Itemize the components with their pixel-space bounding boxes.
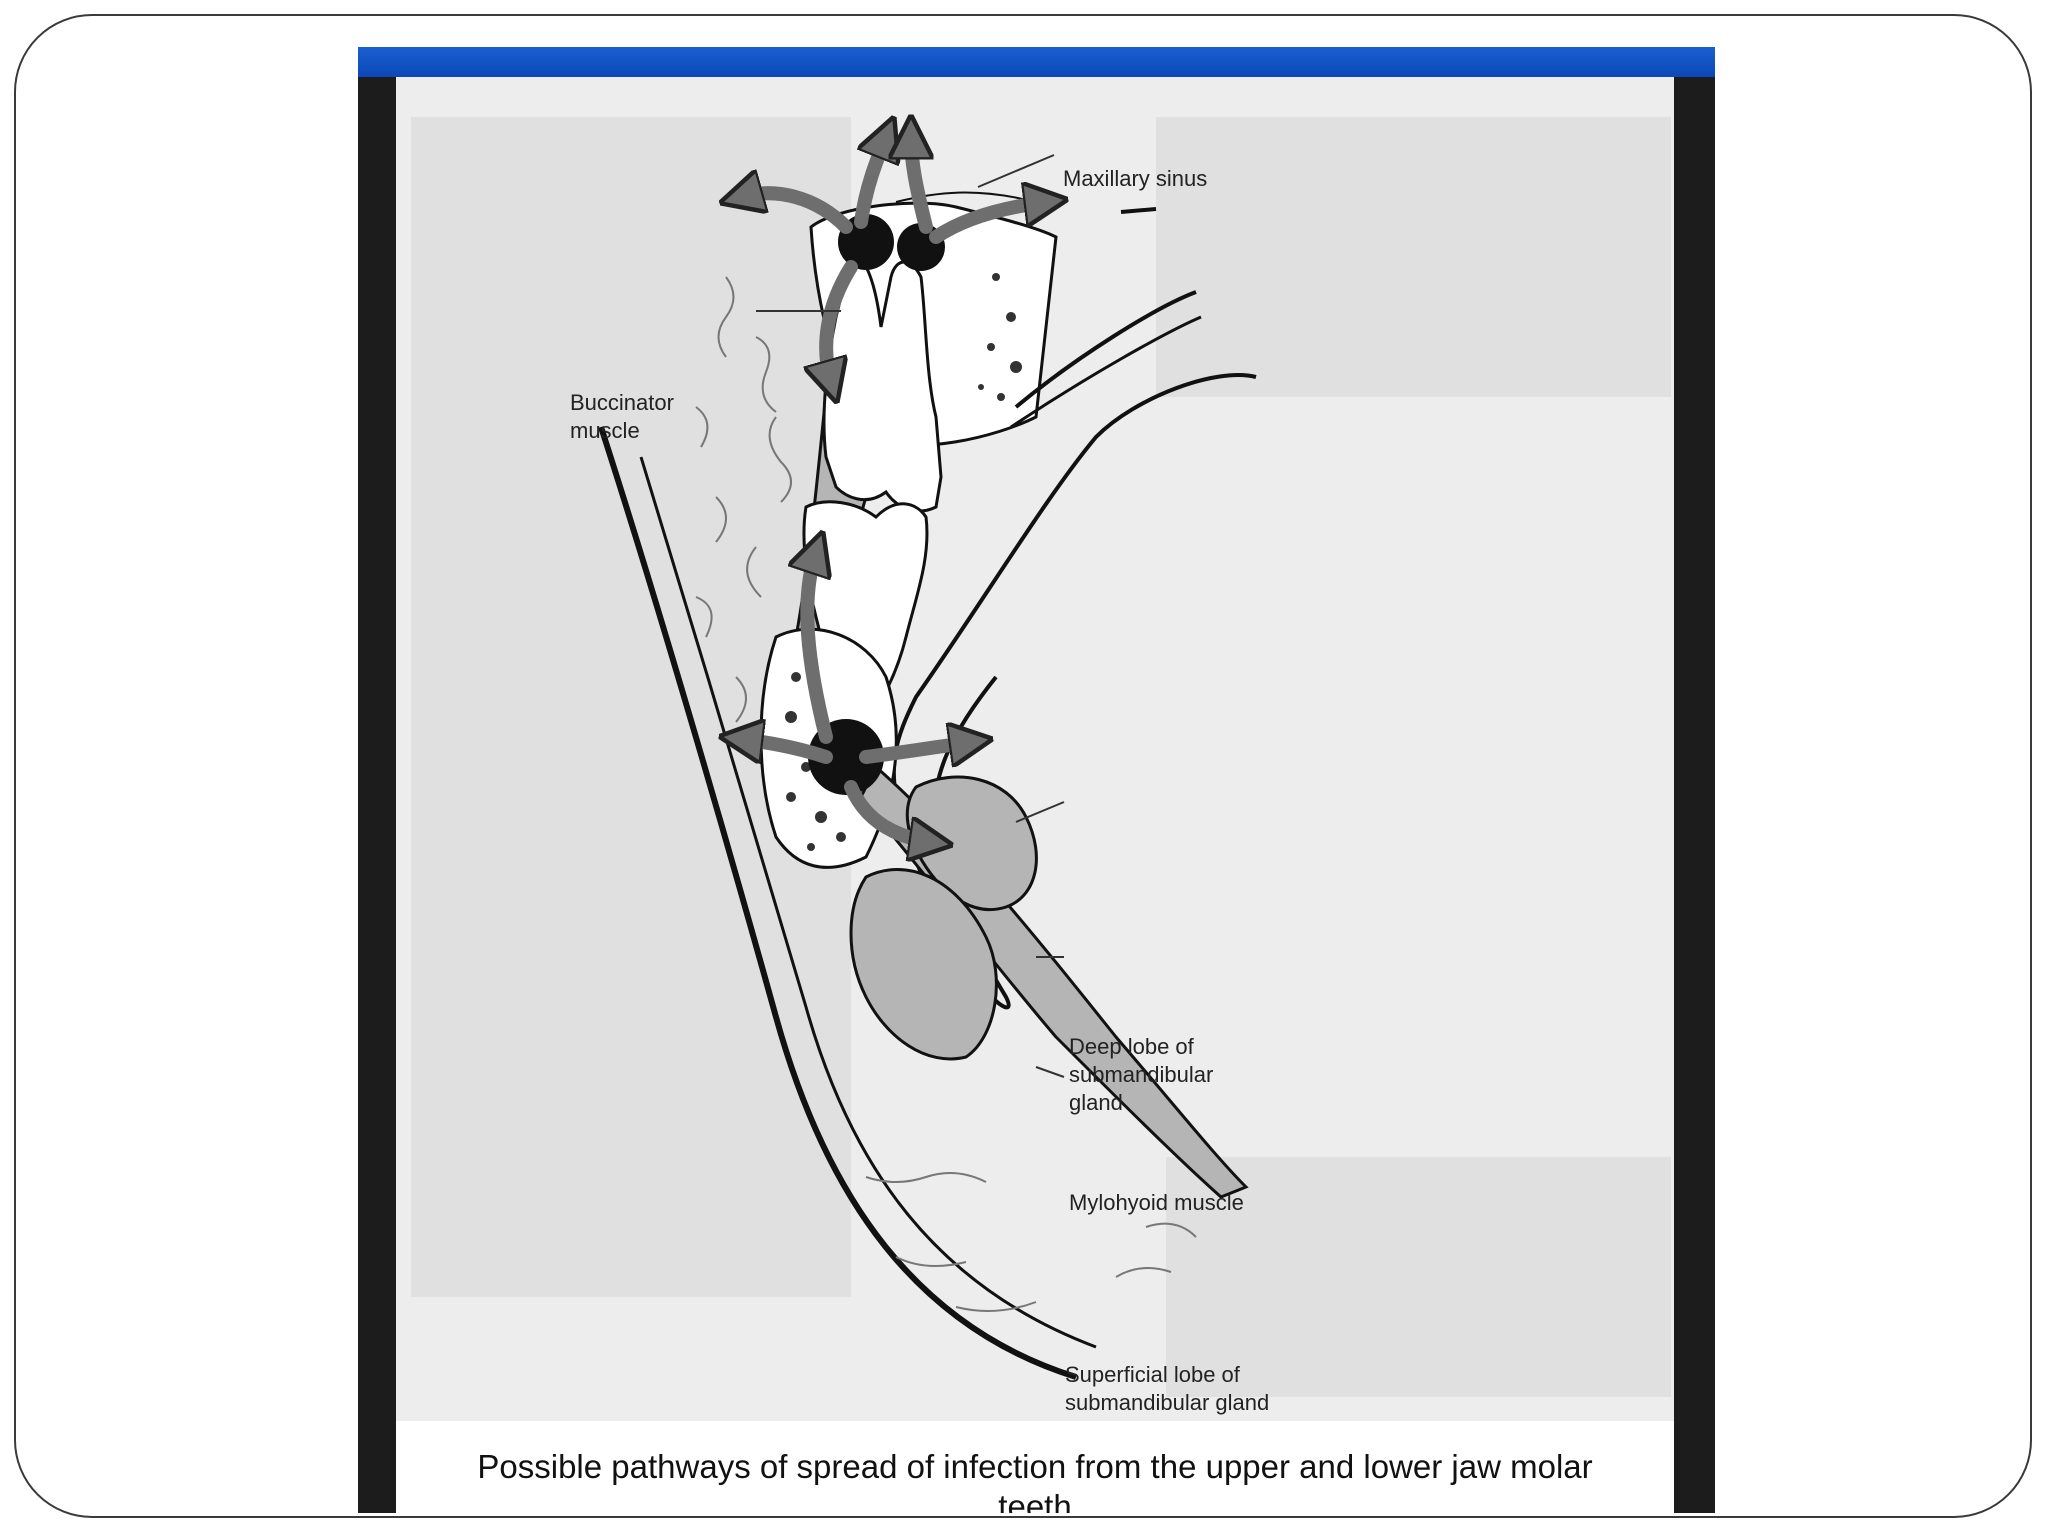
mandible-outer-contour (598, 426, 1077, 1380)
palatal-mucosa (1014, 290, 1197, 409)
label-superficial-lobe-submandibular-gland: Superficial lobe of submandibular gland (1065, 1362, 1270, 1415)
background-page-texture (411, 117, 1671, 1397)
label-leader-lines (756, 154, 1065, 1078)
maxillary-bone-trabeculae (978, 273, 1022, 401)
figure-panel: Maxillary sinus Buccinator muscle Deep l… (358, 47, 1715, 1513)
infection-spread-arrows (741, 137, 1046, 842)
palatal-mucosa-inner (1010, 315, 1202, 429)
label-buccinator-muscle: Buccinator muscle (570, 390, 674, 443)
label-deep-lobe-submandibular-gland: Deep lobe of submandibular gland (1069, 1034, 1214, 1115)
superficial-lobe-submandibular-gland (849, 868, 998, 1061)
anatomy-figure: Maxillary sinus Buccinator muscle Deep l… (396, 77, 1674, 1513)
upper-molar-tooth (822, 255, 943, 513)
maxillary-sinus-curve (895, 191, 1037, 203)
label-mylohyoid-muscle: Mylohyoid muscle (1069, 1190, 1244, 1215)
caption-area (396, 1421, 1674, 1513)
anatomy-diagram (411, 77, 1671, 1397)
figure-caption: Possible pathways of spread of infection… (477, 1448, 1593, 1513)
figure-title-bar (358, 47, 1715, 77)
label-maxillary-sinus: Maxillary sinus (1063, 166, 1208, 191)
maxillary-sinus-floor (1120, 207, 1157, 214)
mandible-inner-contour (639, 456, 1097, 1349)
